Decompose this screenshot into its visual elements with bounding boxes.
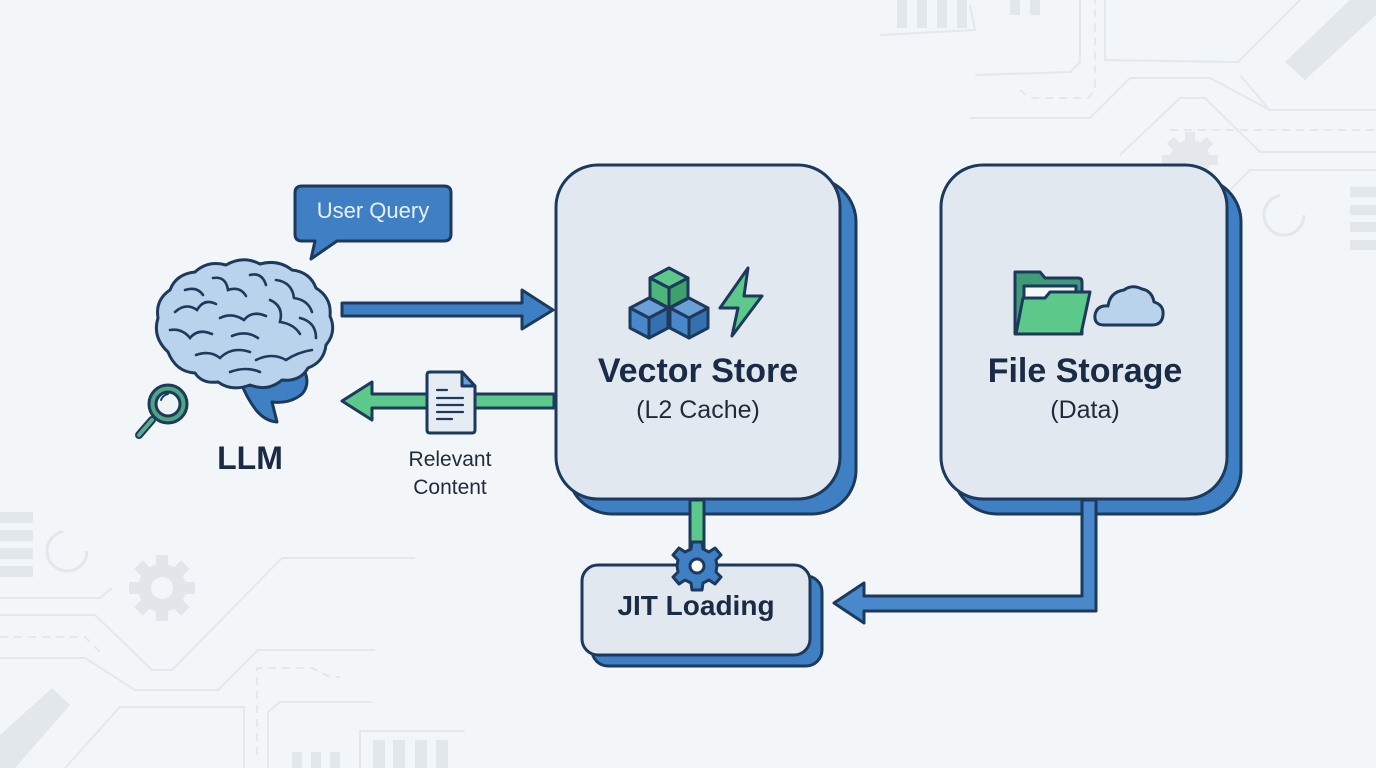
vector-store-card[interactable] — [554, 163, 858, 516]
bar-glyph — [897, 0, 907, 28]
slash-glyph — [0, 688, 70, 768]
user-query-label: User Query — [316, 198, 430, 223]
bar-glyph — [436, 740, 448, 768]
bar-glyph — [1010, 0, 1020, 15]
bar-glyph — [0, 512, 33, 523]
relevant-content-label: Relevant Content — [380, 446, 520, 502]
bar-glyph — [311, 752, 321, 768]
circuit-line — [0, 587, 113, 599]
circuit-line — [267, 701, 372, 768]
slash-glyph — [1285, 0, 1376, 80]
magnifier-icon — [135, 383, 189, 439]
circuit-line — [1119, 97, 1376, 156]
bar-glyph — [330, 752, 340, 768]
storage-to-jit-arrow — [832, 498, 1098, 625]
bar-glyph — [1350, 240, 1376, 250]
bar-glyph — [0, 566, 33, 577]
circuit-line — [64, 706, 245, 768]
cloud-icon — [1093, 285, 1165, 327]
llm-label: LLM — [217, 440, 283, 476]
brain-icon — [154, 258, 335, 424]
vector-store-title: Vector Store — [597, 352, 799, 390]
bar-glyph — [415, 740, 427, 768]
vector-store-subtitle: (L2 Cache) — [636, 396, 760, 424]
bar-glyph — [0, 530, 33, 541]
circuit-line — [0, 557, 415, 671]
bar-glyph — [292, 752, 302, 768]
bar-glyph — [1030, 0, 1040, 15]
circuit-line — [974, 0, 1081, 76]
file-storage-title: File Storage — [987, 352, 1183, 390]
relevant-content-line2: Content — [413, 476, 487, 499]
circuit-line — [1104, 0, 1301, 64]
circuit-line — [1239, 74, 1269, 109]
jit-loading-label: JIT Loading — [617, 590, 775, 621]
circuit-line — [1019, 0, 1096, 99]
circuit-line — [970, 77, 1376, 119]
bar-glyph — [1350, 205, 1376, 215]
bar-glyph — [1350, 187, 1376, 197]
relevant-content-line1: Relevant — [408, 448, 492, 471]
bar-glyph — [957, 0, 967, 28]
document-icon — [425, 370, 477, 435]
circuit-line — [1229, 169, 1376, 191]
cubes-icon — [628, 266, 710, 340]
ring-glyph — [45, 529, 89, 573]
gear-icon — [671, 540, 723, 592]
bar-glyph — [1350, 222, 1376, 232]
folder-icon — [1013, 270, 1092, 336]
user-query-bubble[interactable] — [293, 184, 453, 261]
bar-glyph — [937, 0, 947, 28]
circuit-line — [0, 649, 375, 691]
bar-glyph — [0, 548, 33, 559]
file-storage-subtitle: (Data) — [1050, 396, 1120, 424]
gear-glyph — [129, 555, 195, 621]
bar-glyph — [373, 740, 385, 768]
ring-glyph — [1262, 193, 1306, 237]
bar-glyph — [917, 0, 927, 28]
llm-to-vector-arrow — [340, 288, 555, 331]
circuit-line — [256, 667, 340, 755]
bar-glyph — [393, 740, 405, 768]
lightning-icon — [718, 266, 764, 338]
circuit-line — [879, 4, 977, 36]
circuit-line — [359, 730, 465, 768]
file-storage-card[interactable] — [939, 163, 1243, 516]
circuit-line — [0, 636, 101, 653]
